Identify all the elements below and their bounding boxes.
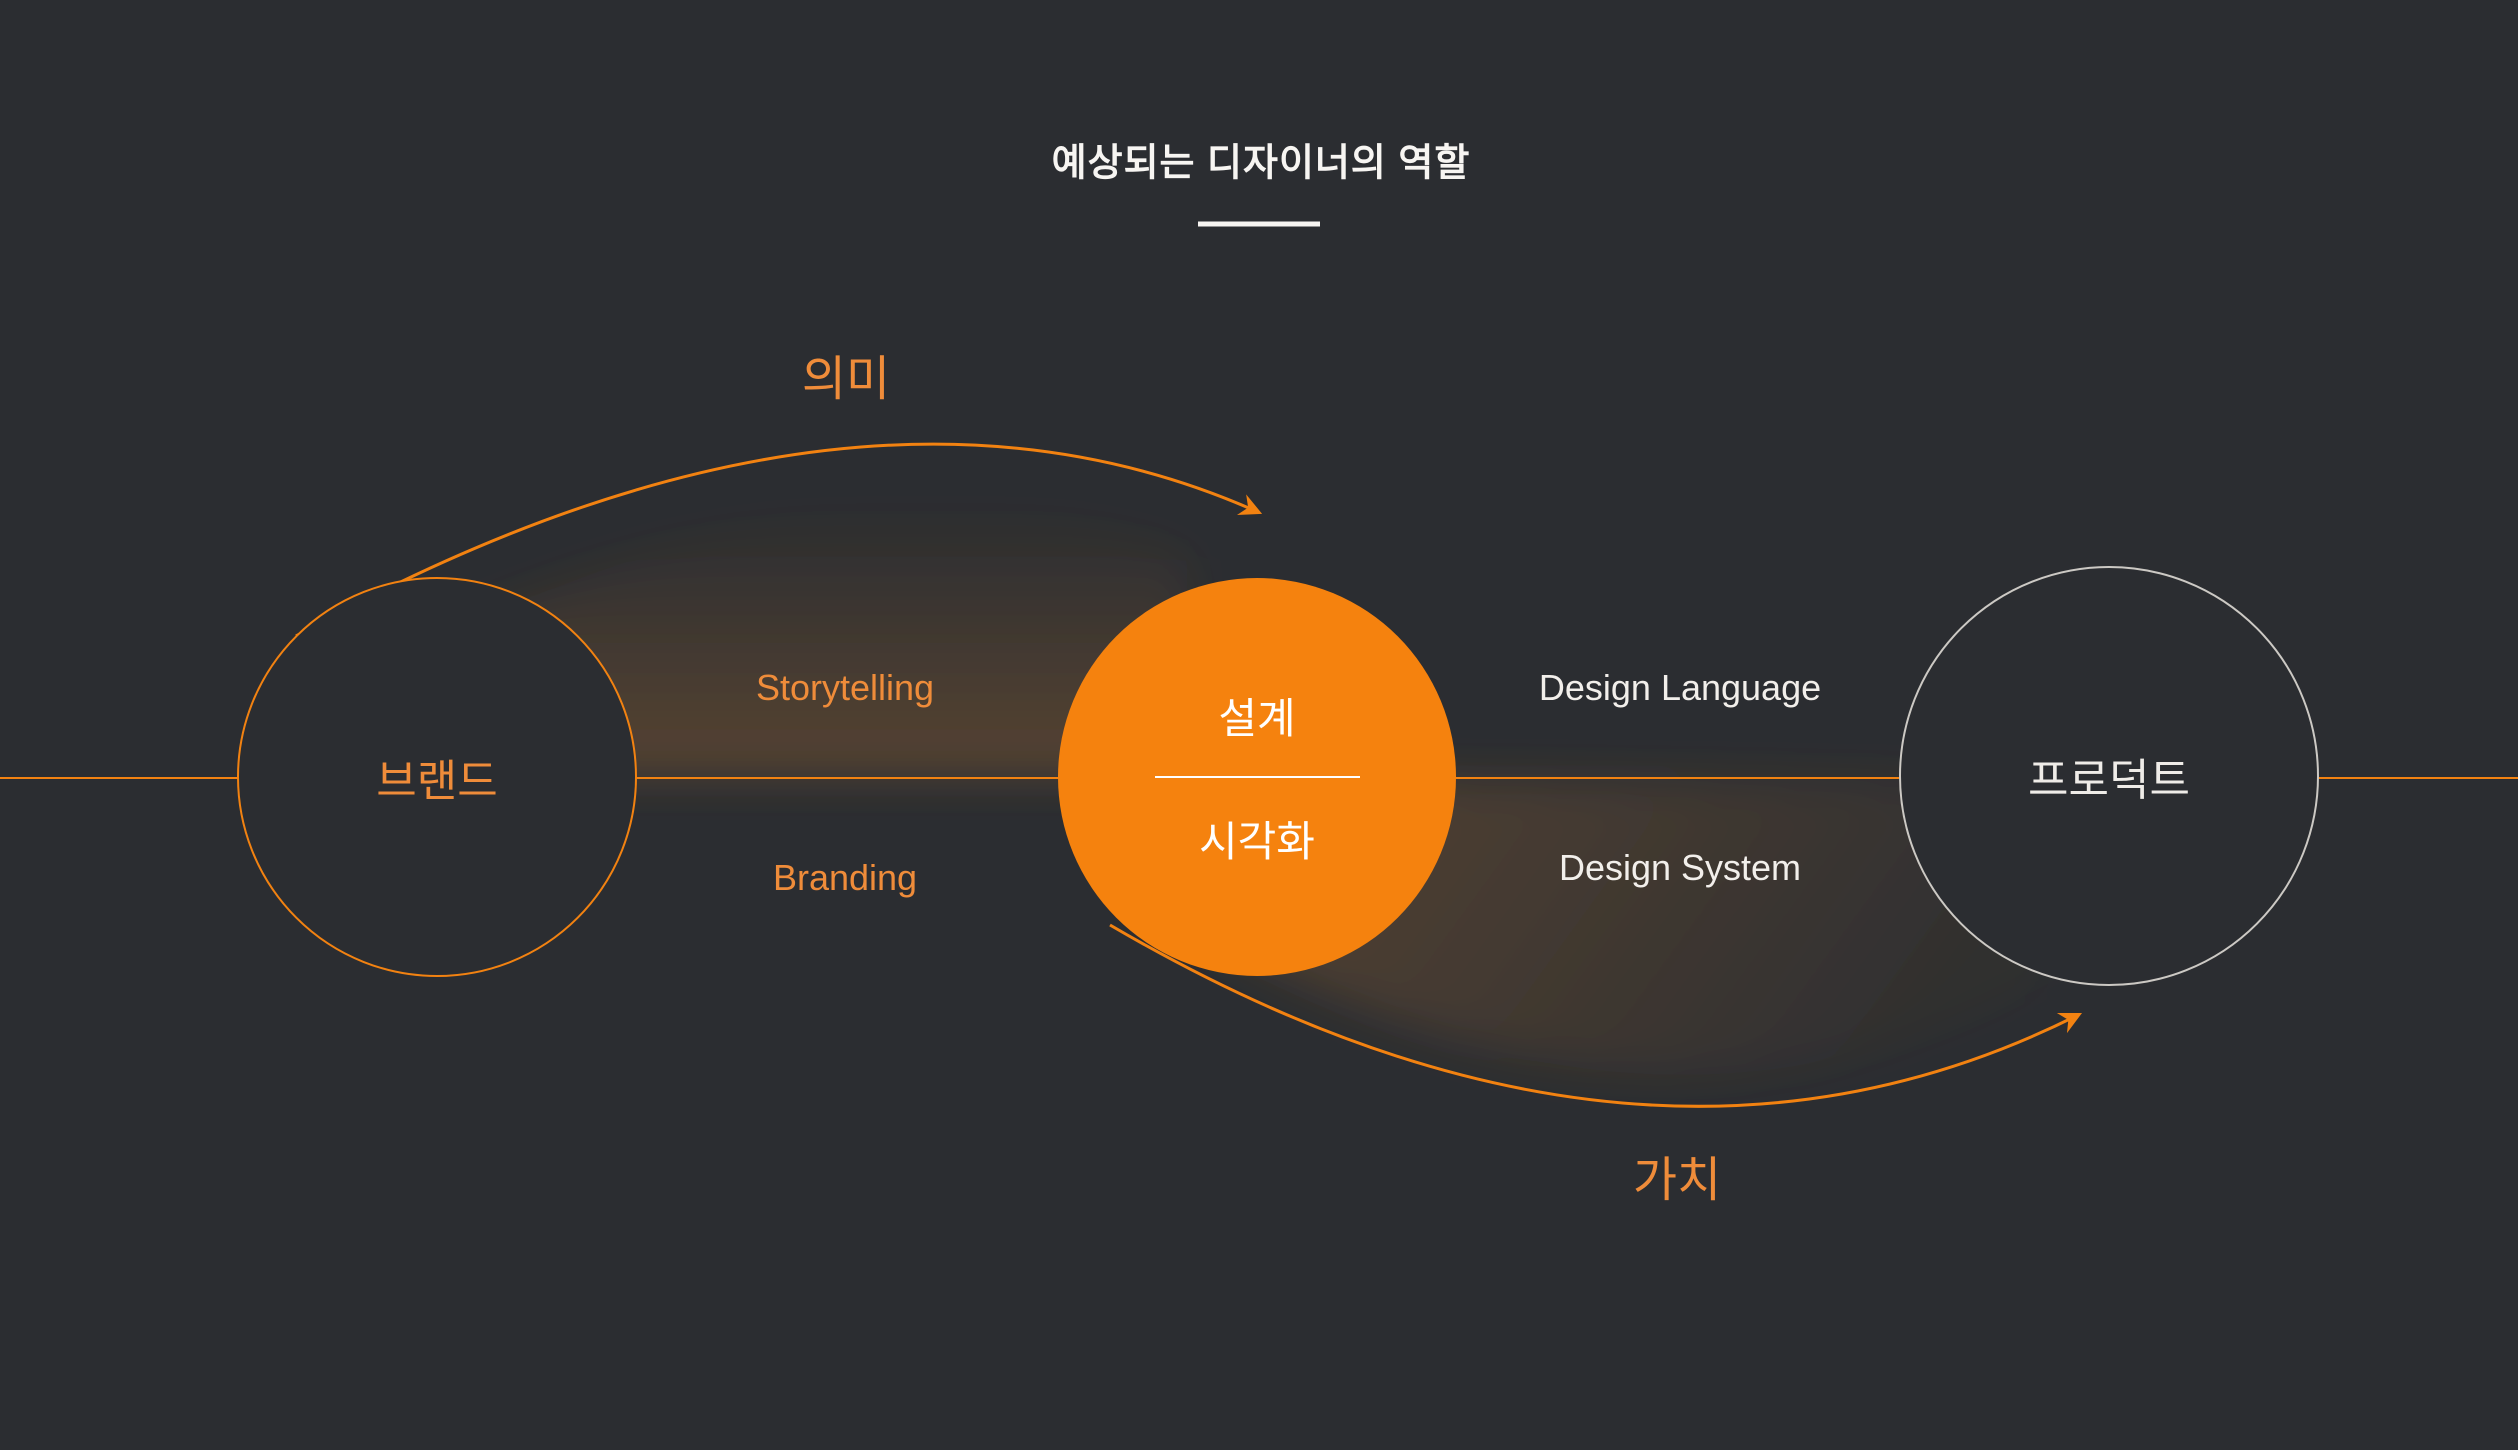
label-value: 가치 [1632, 1154, 1722, 1207]
brand-label: 브랜드 [376, 757, 498, 806]
design-divider [1154, 776, 1360, 778]
product-circle: 프로덕트 [1899, 566, 2319, 986]
brand-circle: 브랜드 [237, 577, 637, 977]
design-top-label: 설계 [1218, 695, 1296, 742]
design-circle: 설계 시각화 [1058, 578, 1456, 976]
label-design-language: Design Language [1538, 667, 1822, 708]
page-title: 예상되는 디자이너의 역할 [1051, 142, 1471, 185]
design-bottom-label: 시각화 [1199, 818, 1315, 865]
label-storytelling: Storytelling [755, 667, 935, 708]
product-label: 프로덕트 [2028, 756, 2190, 805]
label-branding: Branding [772, 857, 918, 898]
label-design-system: Design System [1558, 847, 1802, 888]
title-underline [1198, 221, 1320, 227]
value-arrow [1109, 923, 2083, 1108]
label-meaning: 의미 [801, 353, 891, 406]
meaning-arrow [295, 442, 1263, 638]
